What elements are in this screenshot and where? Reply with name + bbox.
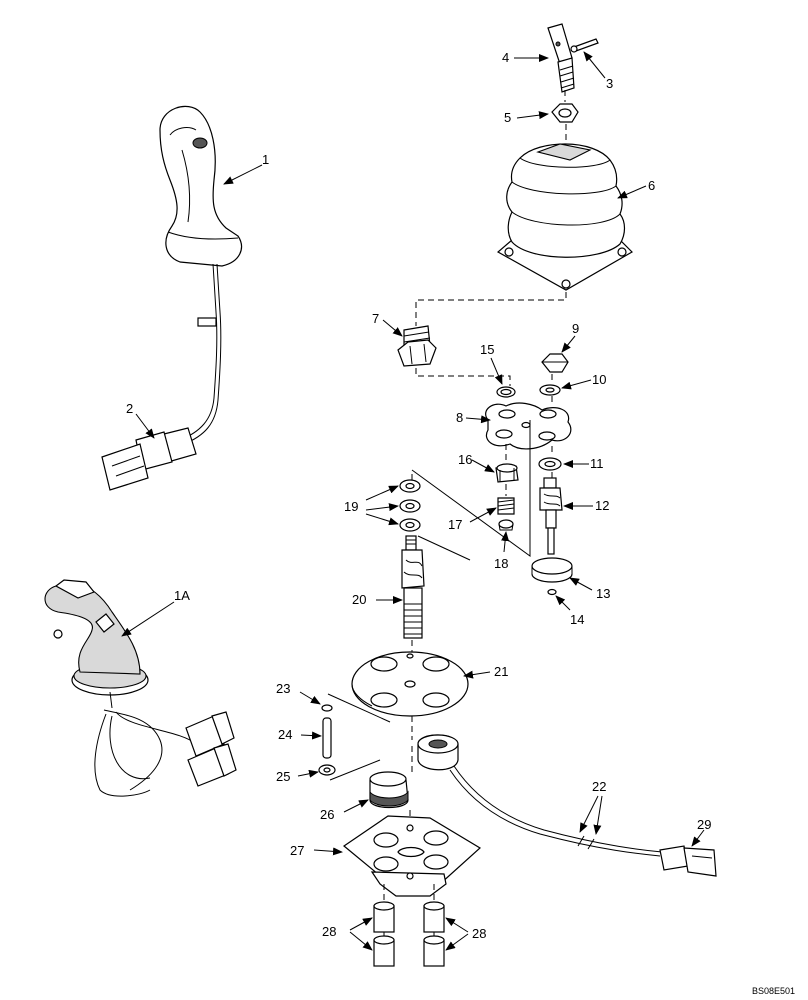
handle-wire-harness: [101, 263, 222, 491]
handle-adapter-rod: [547, 23, 575, 93]
lower-base-plate: [343, 815, 482, 897]
sensor-cable: [449, 765, 663, 857]
flat-washer: [538, 457, 562, 471]
retaining-clip: [547, 588, 557, 596]
joystick-handle: [159, 105, 243, 267]
o-ring-upper: [496, 386, 516, 398]
guide-bushing: [495, 463, 519, 483]
callout-4: 4: [502, 50, 509, 65]
callout-10: 10: [592, 372, 606, 387]
spring-retainer: [498, 519, 514, 531]
guide-sleeves: [373, 901, 445, 967]
rubber-boot: [496, 143, 633, 291]
callout-1: 1: [262, 152, 269, 167]
callout-18: 18: [494, 556, 508, 571]
lock-washer: [539, 384, 561, 396]
cam-plate: [485, 402, 572, 450]
hex-nut: [541, 353, 569, 373]
dowel-pin: [322, 717, 332, 759]
small-o-ring: [321, 704, 333, 712]
retaining-pin: [570, 38, 599, 53]
callout-11: 11: [590, 456, 604, 471]
control-shaft: [401, 535, 425, 639]
callout-15: 15: [480, 342, 494, 357]
callout-29: 29: [697, 817, 711, 832]
callout-6: 6: [648, 178, 655, 193]
upper-mounting-plate: [351, 651, 469, 717]
callout-1a: 1A: [174, 588, 190, 603]
callout-14: 14: [570, 612, 584, 627]
callout-7: 7: [372, 311, 379, 326]
callout-26: 26: [320, 807, 334, 822]
callout-22: 22: [592, 779, 606, 794]
callout-20: 20: [352, 592, 366, 607]
pin-washer: [318, 764, 336, 776]
callout-9: 9: [572, 321, 579, 336]
spring-seat: [531, 557, 573, 583]
joystick-harness-connectors: [185, 711, 237, 787]
callout-19: 19: [344, 499, 358, 514]
callout-21: 21: [494, 664, 508, 679]
joystick-assembly: [44, 579, 237, 797]
callout-28-left: 28: [322, 924, 336, 939]
callout-13: 13: [596, 586, 610, 601]
callout-8: 8: [456, 410, 463, 425]
callout-16: 16: [458, 452, 472, 467]
plunger-assembly: [539, 477, 563, 555]
leader-lines: [121, 51, 705, 951]
callout-12: 12: [595, 498, 609, 513]
pilot-fitting: [397, 325, 437, 367]
callout-3: 3: [606, 76, 613, 91]
return-spring: [497, 497, 515, 515]
jam-nut: [551, 103, 579, 123]
handle-harness-connector: [101, 427, 197, 491]
callout-2: 2: [126, 401, 133, 416]
callout-labels: 1 2 1A 3 4 5 6 7 9 10 15 8 11 16 12 17 1…: [126, 50, 795, 996]
callout-23: 23: [276, 681, 290, 696]
callout-28-right: 28: [472, 926, 486, 941]
drawing-reference-code: BS08E501: [752, 986, 795, 996]
shim-washers: [399, 479, 421, 532]
callout-5: 5: [504, 110, 511, 125]
position-sensor: [417, 734, 459, 771]
callout-25: 25: [276, 769, 290, 784]
callout-17: 17: [448, 517, 462, 532]
callout-27: 27: [290, 843, 304, 858]
sensor-connector: [659, 845, 717, 877]
callout-24: 24: [278, 727, 292, 742]
assembly-lines: [327, 90, 567, 936]
valve-cap: [369, 771, 409, 809]
